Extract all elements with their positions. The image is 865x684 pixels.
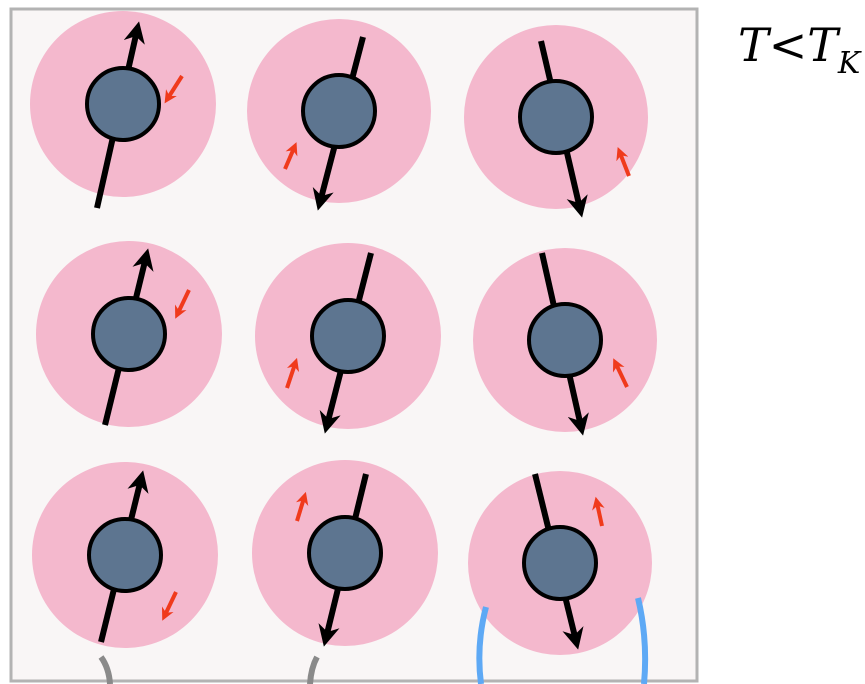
label-t: T (738, 18, 769, 72)
lattice-site-r1c3 (464, 25, 648, 218)
lattice-site-r2c3 (473, 248, 657, 436)
electron-spin-up-arrow (285, 357, 300, 389)
label-less-than: < (768, 18, 808, 72)
magnetic-ion (301, 73, 377, 149)
electron-spin-up-arrow (283, 142, 298, 170)
magnetic-ion (518, 79, 594, 155)
lattice-site-r1c1 (30, 11, 216, 209)
temperature-label: T<TK (738, 22, 860, 79)
blue-arc-left (476, 606, 489, 684)
magnetic-ion (307, 515, 383, 591)
lattice-site-r2c1 (36, 241, 222, 427)
magnetic-ion (85, 66, 161, 142)
electron-spin-up-arrow (612, 358, 629, 388)
electron-spin-down-arrow (174, 289, 191, 319)
lattice-site-r1c2 (247, 19, 431, 211)
magnetic-ion (87, 517, 163, 593)
lattice-site-r3c2 (252, 460, 438, 647)
magnetic-ion (527, 302, 603, 378)
magnetic-ion (310, 298, 386, 374)
label-t-k: T (807, 18, 838, 72)
lattice-site-r3c1 (32, 462, 218, 648)
electron-spin-down-arrow (161, 591, 178, 621)
gray-arc-middle (307, 655, 320, 684)
blue-arc-right (635, 597, 649, 684)
electron-spin-up-arrow (592, 496, 605, 527)
magnetic-ion (522, 525, 598, 601)
electron-spin-up-arrow (616, 147, 631, 177)
lattice-cells (30, 11, 657, 655)
label-subscript-k: K (837, 46, 861, 81)
lattice-site-r3c3 (468, 471, 652, 655)
electron-spin-down-arrow (164, 74, 184, 104)
magnetic-ion (91, 296, 167, 372)
gray-arc-left (98, 655, 113, 684)
lattice-site-r2c2 (255, 243, 441, 434)
electron-spin-up-arrow (295, 491, 309, 522)
